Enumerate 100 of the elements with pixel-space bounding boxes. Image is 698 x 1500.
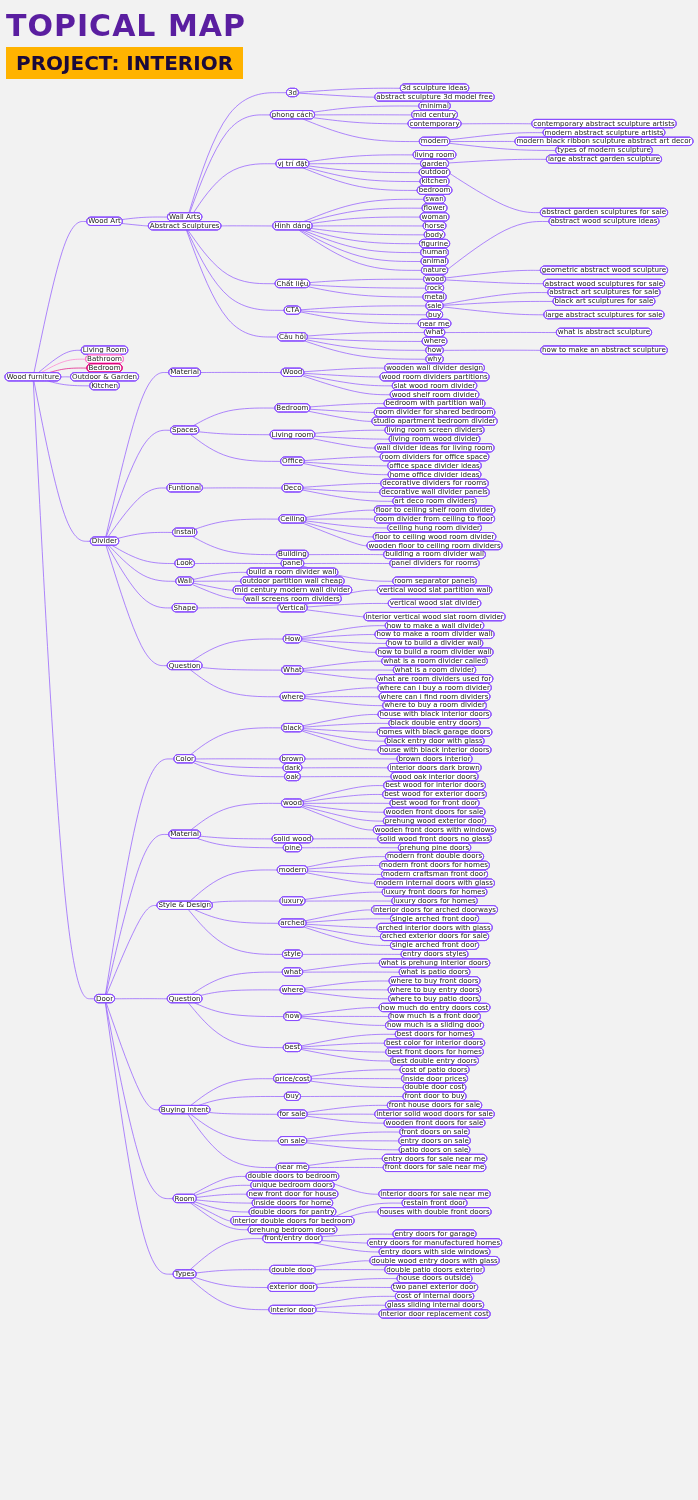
connector: [305, 520, 389, 529]
connector: [190, 727, 283, 756]
connector: [300, 310, 427, 316]
connector: [194, 760, 284, 769]
connector: [105, 372, 170, 538]
connector: [186, 229, 279, 338]
connector: [304, 522, 374, 538]
connector: [449, 141, 516, 142]
connector: [321, 1240, 368, 1244]
connector: [197, 607, 279, 609]
connector: [311, 216, 421, 224]
connector: [302, 714, 379, 727]
connector: [442, 292, 549, 305]
connector: [444, 332, 557, 333]
connector: [190, 1202, 249, 1231]
connector: [303, 669, 394, 671]
connector: [193, 580, 242, 582]
connector: [303, 563, 391, 564]
connector: [300, 1007, 380, 1016]
connector: [306, 1131, 401, 1140]
connector: [303, 374, 393, 387]
connector: [301, 640, 377, 653]
connector: [313, 105, 420, 113]
connector: [105, 1002, 160, 1111]
connector: [307, 603, 389, 608]
connector: [448, 158, 547, 164]
connector: [300, 1096, 404, 1097]
connector: [106, 905, 158, 995]
connector: [193, 762, 286, 778]
connector: [200, 372, 282, 373]
connector: [304, 891, 383, 900]
connector: [304, 340, 427, 360]
connector: [121, 216, 169, 220]
connector: [302, 729, 386, 742]
connector: [304, 989, 389, 991]
connector: [33, 221, 88, 374]
connector: [105, 429, 172, 538]
connector: [298, 229, 422, 271]
connector: [192, 536, 278, 555]
connector: [301, 639, 387, 644]
connector: [305, 509, 375, 518]
connector: [301, 1042, 385, 1048]
project-label: PROJECT: INTERIOR: [6, 47, 244, 79]
connector: [302, 488, 381, 493]
connector: [306, 609, 365, 618]
connector: [307, 865, 381, 870]
connector: [300, 229, 422, 262]
connector: [304, 696, 380, 698]
connector: [33, 380, 91, 542]
connector: [303, 723, 390, 728]
connector: [308, 286, 424, 298]
connector: [300, 311, 419, 325]
connector: [298, 87, 401, 93]
connector: [302, 785, 385, 802]
connector: [309, 403, 385, 408]
connector: [193, 572, 248, 580]
connector: [312, 1296, 396, 1306]
connector: [192, 407, 276, 427]
connector: [300, 776, 392, 778]
connector: [301, 847, 399, 849]
connector: [117, 532, 174, 539]
connector: [443, 306, 545, 316]
connector: [190, 669, 281, 698]
connector: [311, 228, 425, 236]
connector: [208, 1112, 279, 1115]
connector: [302, 489, 394, 502]
connector: [313, 117, 409, 125]
connector: [189, 869, 278, 902]
connector: [188, 909, 283, 955]
connector: [310, 1069, 401, 1077]
connector: [321, 1233, 394, 1238]
connector: [304, 461, 389, 467]
connector: [313, 1260, 371, 1268]
connector: [308, 1167, 384, 1168]
connector: [315, 1304, 386, 1309]
connector: [305, 909, 373, 922]
connector: [302, 483, 382, 488]
connector: [304, 900, 393, 902]
connector: [121, 223, 149, 227]
connector: [201, 667, 283, 671]
connector: [301, 1047, 387, 1053]
connector: [105, 545, 168, 667]
connector: [302, 229, 422, 253]
connector: [114, 998, 168, 1000]
connector: [194, 1277, 269, 1288]
connector: [304, 456, 381, 461]
connector: [195, 1269, 271, 1274]
connector: [302, 971, 400, 973]
connector: [303, 463, 389, 476]
connector: [308, 554, 385, 555]
connector: [195, 518, 280, 530]
connector: [193, 582, 234, 591]
connector: [305, 518, 376, 520]
connector: [195, 1199, 253, 1204]
connector: [189, 1238, 264, 1271]
connector: [111, 545, 176, 564]
connector: [316, 1287, 392, 1288]
connector: [313, 1242, 380, 1253]
connector: [308, 1158, 383, 1166]
connector: [301, 1033, 396, 1047]
